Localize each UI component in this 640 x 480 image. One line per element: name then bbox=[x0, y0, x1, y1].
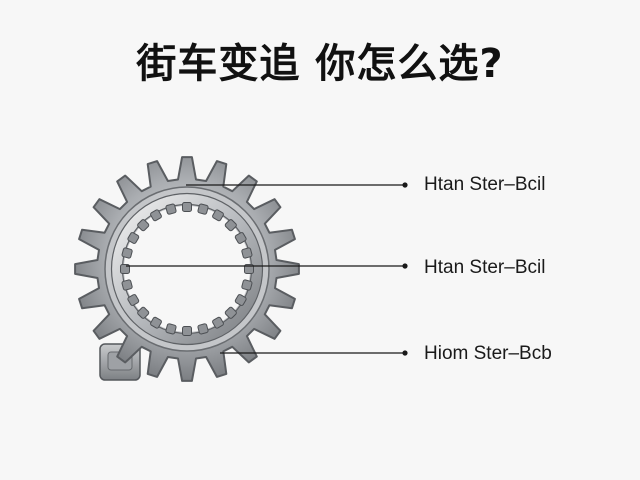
bolt bbox=[234, 232, 247, 244]
callout-label-1: Htan Ster–Bcil bbox=[424, 257, 546, 278]
callout-line-0 bbox=[186, 182, 408, 188]
bolt bbox=[182, 202, 192, 212]
bolt bbox=[244, 264, 254, 274]
bolt bbox=[241, 247, 253, 259]
sprocket-inner-ring bbox=[112, 194, 262, 344]
bolt bbox=[212, 209, 224, 222]
bolt bbox=[150, 316, 162, 329]
sprocket-center-hole bbox=[124, 206, 250, 332]
bolt bbox=[127, 294, 140, 306]
bolt bbox=[241, 279, 253, 291]
bolt bbox=[127, 232, 140, 244]
bolt bbox=[137, 219, 150, 232]
bolt bbox=[121, 247, 133, 259]
bolt bbox=[197, 323, 209, 335]
page-title: 街车变追 你怎么选? bbox=[136, 41, 504, 87]
bolt bbox=[182, 326, 192, 336]
bolt bbox=[165, 203, 177, 215]
callout-line-1 bbox=[126, 263, 408, 269]
callout-label-2: Hiom Ster–Bcb bbox=[424, 343, 552, 364]
bolt bbox=[212, 316, 224, 329]
bolt bbox=[121, 279, 133, 291]
bolt bbox=[150, 209, 162, 222]
callout-line-2 bbox=[220, 350, 408, 356]
bolt bbox=[224, 306, 237, 319]
sprocket-bolts bbox=[120, 202, 254, 336]
callout-label-0: Htan Ster–Bcil bbox=[424, 174, 546, 195]
bolt bbox=[234, 294, 247, 306]
bolt bbox=[197, 203, 209, 215]
bolt bbox=[224, 219, 237, 232]
bolt bbox=[137, 306, 150, 319]
bolt bbox=[120, 264, 130, 274]
bolt bbox=[165, 323, 177, 335]
